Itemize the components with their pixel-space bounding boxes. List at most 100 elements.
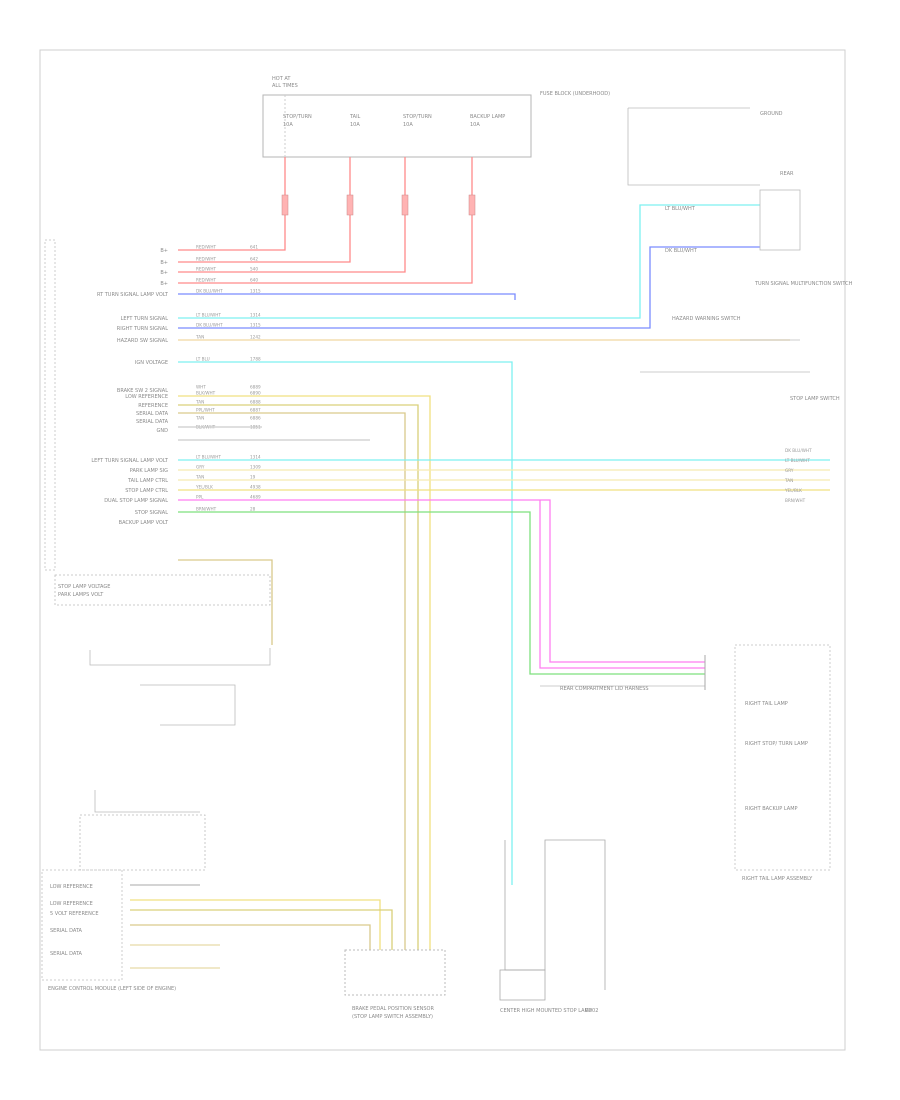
fuse-3-name: STOP/TURN bbox=[403, 114, 432, 120]
pin-num-23: 4689 bbox=[250, 495, 261, 500]
right-conn-6: BRN/WHT bbox=[785, 498, 806, 503]
tail-connector-label: REAR COMPARTMENT LID HARNESS bbox=[560, 686, 649, 692]
ecm-block: LOW REFERENCE LOW REFERENCE 5 VOLT REFER… bbox=[41, 869, 176, 992]
lower-pin-1: STOP LAMP VOLTAGE bbox=[58, 584, 110, 590]
ecm-pin-4: SERIAL DATA bbox=[50, 928, 83, 934]
pin-num-3: 640 bbox=[250, 278, 258, 283]
tail-lamp-assembly-label: RIGHT TAIL LAMP ASSEMBLY bbox=[742, 876, 813, 882]
pin-label-2: B+ bbox=[160, 270, 168, 276]
bottom-wires bbox=[130, 884, 393, 969]
pin-wire-7: DK BLU/WHT bbox=[196, 323, 223, 328]
pin-num-0: 641 bbox=[250, 245, 258, 250]
pin-label-1: B+ bbox=[160, 260, 168, 266]
pin-num-16: 6886 bbox=[250, 416, 261, 421]
pin-num-4: 1315 bbox=[250, 289, 261, 294]
pin-label-16: SERIAL DATA bbox=[136, 419, 169, 425]
pin-label-6: LEFT TURN SIGNAL bbox=[121, 316, 169, 322]
pin-num-1: 642 bbox=[250, 257, 258, 262]
lamp-wire-2: DK BLU/WHT bbox=[665, 248, 698, 254]
brake-sensor-label: BRAKE PEDAL POSITION SENSOR bbox=[352, 1006, 434, 1012]
diagram-border bbox=[39, 49, 846, 1051]
fuse-block: HOT AT ALL TIMES FUSE BLOCK (UNDERHOOD) … bbox=[262, 76, 610, 158]
rear-lamp-label: REAR bbox=[780, 171, 794, 177]
chmsl-label: CENTER HIGH MOUNTED STOP LAMP bbox=[500, 1008, 592, 1014]
fuse-block-title-1: HOT AT bbox=[272, 76, 291, 82]
pin-label-19: LEFT TURN SIGNAL LAMP VOLT bbox=[91, 458, 169, 464]
pin-wire-14: TAN bbox=[195, 400, 204, 405]
pin-wire-10: LT BLU bbox=[196, 357, 210, 362]
fuse-block-side-label: FUSE BLOCK (UNDERHOOD) bbox=[540, 91, 610, 97]
right-conn-1: DK BLU/WHT bbox=[785, 448, 812, 453]
pin-label-7: RIGHT TURN SIGNAL bbox=[117, 326, 168, 332]
fuse-1-rating: 10A bbox=[283, 122, 293, 128]
rear-right-1: RIGHT TAIL LAMP bbox=[745, 701, 788, 707]
pin-label-8: HAZARD SW SIGNAL bbox=[117, 338, 168, 344]
right-top-circuit bbox=[627, 107, 810, 373]
fuse-2-rating: 10A bbox=[350, 122, 360, 128]
pin-num-12: 6889 bbox=[250, 385, 261, 390]
rear-right-3: RIGHT BACKUP LAMP bbox=[745, 806, 798, 812]
pin-label-14: REFERENCE bbox=[138, 403, 168, 409]
rear-right-2: RIGHT STOP/ TURN LAMP bbox=[745, 741, 808, 747]
pin-wire-19: LT BLU/WHT bbox=[196, 455, 221, 460]
chmsl-ground-label: G302 bbox=[585, 1008, 598, 1014]
tail-lamp-assembly: RIGHT TAIL LAMP RIGHT STOP/ TURN LAMP RI… bbox=[704, 644, 831, 882]
pin-wire-21: TAN bbox=[195, 475, 204, 480]
pin-num-22: 4938 bbox=[250, 485, 261, 490]
fuse-block-box bbox=[262, 94, 532, 158]
pin-label-25: BACKUP LAMP VOLT bbox=[119, 520, 169, 526]
pin-wire-8: TAN bbox=[195, 335, 204, 340]
pin-label-4: RT TURN SIGNAL LAMP VOLT bbox=[97, 292, 169, 298]
pin-wire-6: LT BLU/WHT bbox=[196, 313, 221, 318]
pin-num-24: 28 bbox=[250, 507, 256, 512]
hazard-switch-label: HAZARD WARNING SWITCH bbox=[672, 316, 741, 322]
chmsl bbox=[499, 839, 606, 1001]
pin-label-3: B+ bbox=[160, 281, 168, 287]
fuse-block-title-2: ALL TIMES bbox=[272, 83, 298, 89]
pin-wire-16: TAN bbox=[195, 416, 204, 421]
pin-wire-15: PPL/WHT bbox=[196, 408, 215, 413]
pin-wire-0: RED/WHT bbox=[196, 245, 216, 250]
pin-num-2: 540 bbox=[250, 267, 258, 272]
pin-wire-12: WHT bbox=[196, 385, 206, 390]
ecm-label: ENGINE CONTROL MODULE (LEFT SIDE OF ENGI… bbox=[48, 986, 176, 992]
lamp-wire-1: LT BLU/WHT bbox=[665, 206, 696, 212]
pin-num-7: 1315 bbox=[250, 323, 261, 328]
fuse-feed-wires bbox=[178, 157, 473, 284]
pin-wire-20: GRY bbox=[196, 465, 205, 470]
pin-label-0: B+ bbox=[160, 248, 168, 254]
fuse-1-name: STOP/TURN bbox=[283, 114, 312, 120]
stop-lamp-switch-label: STOP LAMP SWITCH bbox=[790, 396, 840, 402]
ecm-pin-3: 5 VOLT REFERENCE bbox=[50, 911, 98, 917]
pin-wire-23: PPL bbox=[196, 495, 204, 500]
pin-label-24: STOP SIGNAL bbox=[135, 510, 168, 516]
right-connector-labels: DK BLU/WHT LT BLU/WHT GRY TAN YEL/BLK BR… bbox=[784, 448, 812, 503]
pin-label-21: TAIL LAMP CTRL bbox=[127, 478, 168, 484]
pin-label-20: PARK LAMP SIG bbox=[130, 468, 168, 474]
pin-num-8: 1242 bbox=[250, 335, 261, 340]
pin-label-22: STOP LAMP CTRL bbox=[125, 488, 168, 494]
module-wires bbox=[178, 204, 830, 950]
pin-wire-3: RED/WHT bbox=[196, 278, 216, 283]
pin-num-14: 6888 bbox=[250, 400, 261, 405]
pin-wire-4: DK BLU/WHT bbox=[196, 289, 223, 294]
fuse-3-rating: 10A bbox=[403, 122, 413, 128]
pin-num-15: 6887 bbox=[250, 408, 261, 413]
pin-num-13: 6890 bbox=[250, 391, 261, 396]
brake-sensor-sub: (STOP LAMP SWITCH ASSEMBLY) bbox=[352, 1014, 433, 1020]
pin-label-23: DUAL STOP LAMP SIGNAL bbox=[104, 498, 168, 504]
pin-wire-24: BRN/WHT bbox=[196, 507, 217, 512]
right-conn-3: GRY bbox=[785, 468, 794, 473]
pin-wire-2: RED/WHT bbox=[196, 267, 216, 272]
pin-num-19: 1314 bbox=[250, 455, 261, 460]
left-module-border bbox=[44, 239, 56, 571]
pin-label-12: BRAKE SW 2 SIGNAL bbox=[117, 388, 168, 394]
ecm-pin-1: LOW REFERENCE bbox=[50, 884, 93, 890]
pin-label-10: IGN VOLTAGE bbox=[135, 360, 168, 366]
ground-label: GROUND bbox=[760, 111, 783, 117]
pin-label-15: SERIAL DATA bbox=[136, 411, 169, 417]
lower-left-components bbox=[54, 574, 271, 871]
pin-wire-22: YEL/BLK bbox=[195, 485, 213, 490]
